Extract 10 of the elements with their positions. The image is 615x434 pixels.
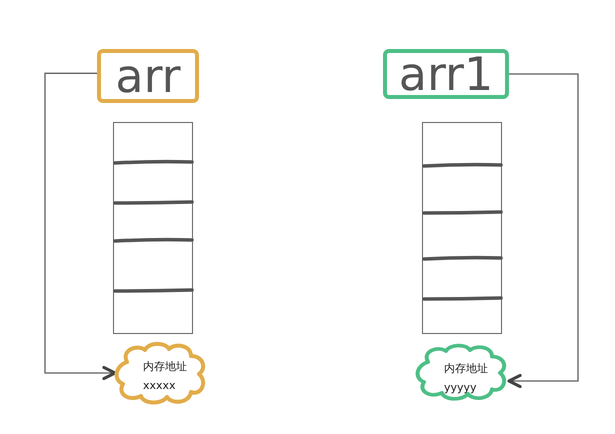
array-drawing: [113, 122, 193, 334]
arrow: [507, 73, 579, 388]
address-text: yyyyy: [444, 381, 477, 394]
variable-box: arr1: [383, 49, 509, 99]
variable-box: arr: [97, 49, 199, 103]
cloud-label: 内存地址: [444, 361, 488, 376]
array-drawing: [422, 122, 502, 334]
arrow: [44, 72, 117, 380]
address-text: xxxxx: [143, 379, 176, 392]
cloud-label: 内存地址: [143, 359, 187, 374]
